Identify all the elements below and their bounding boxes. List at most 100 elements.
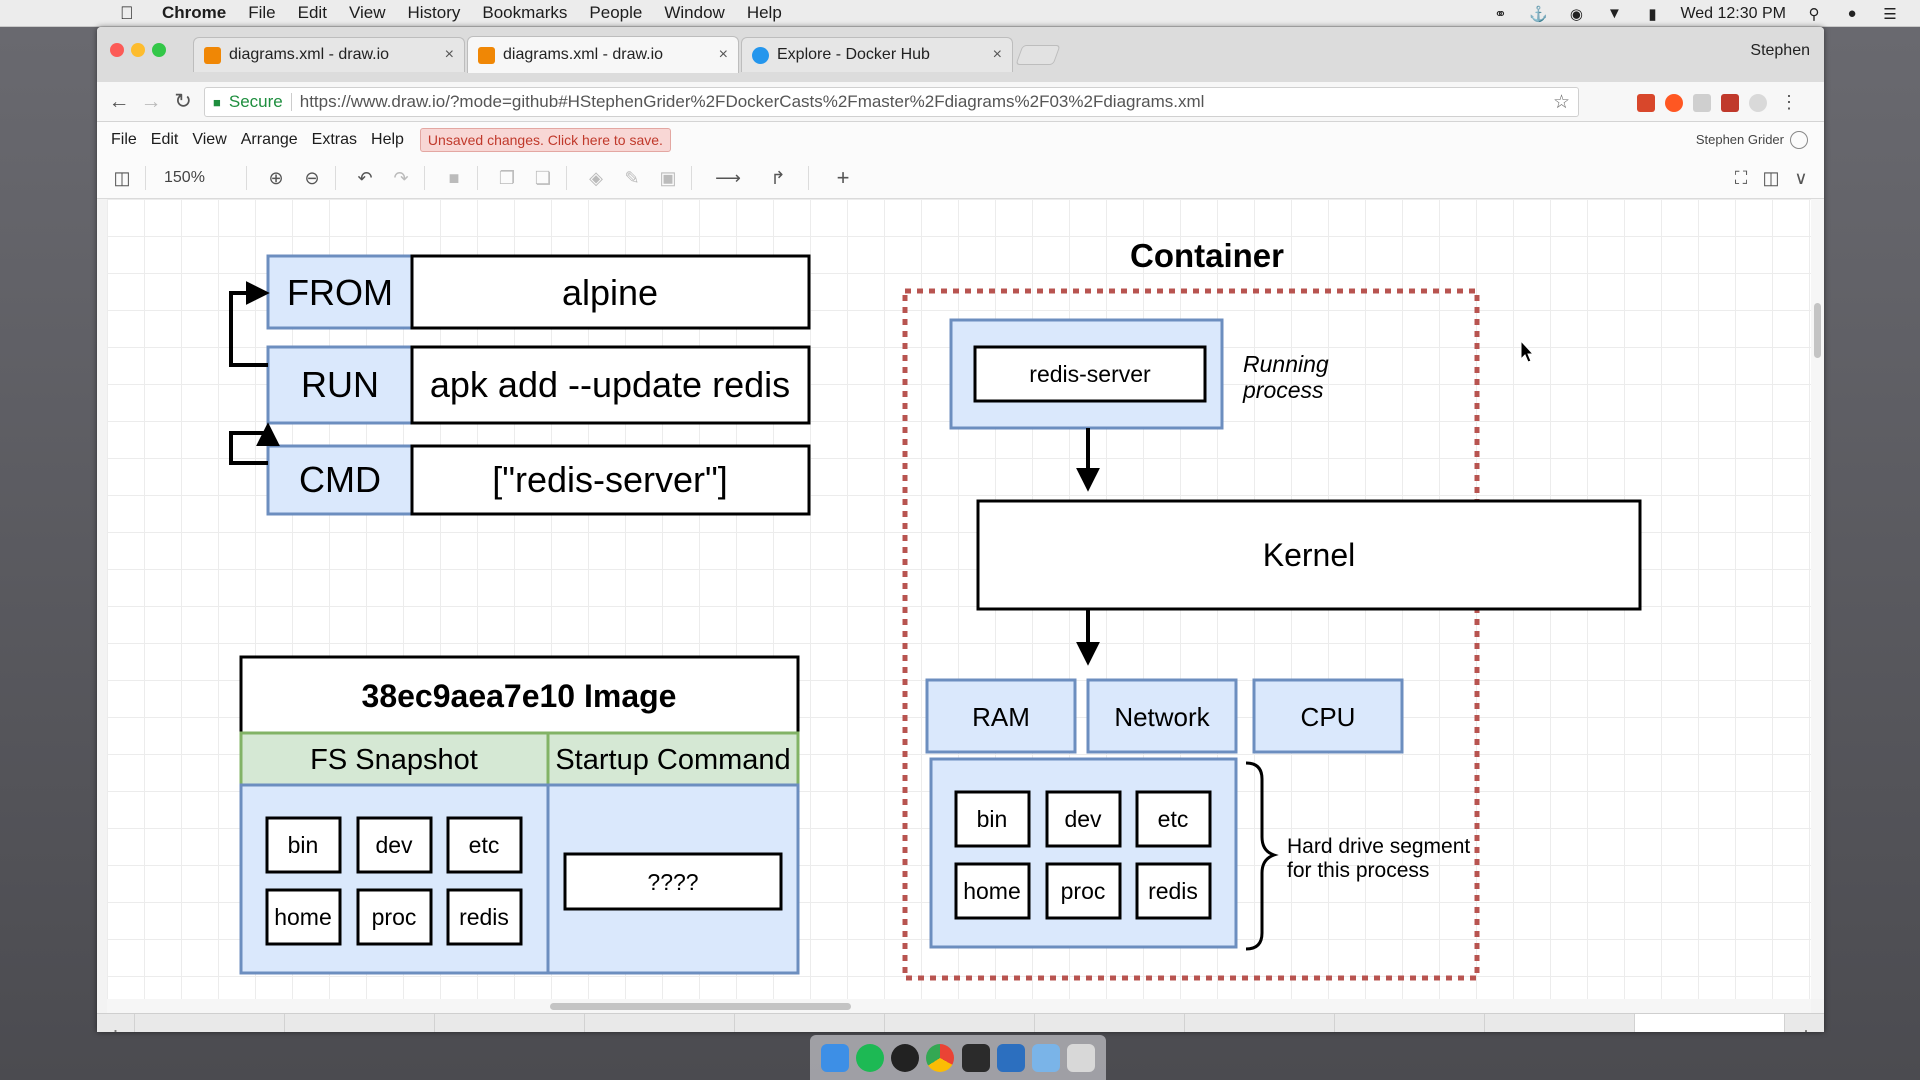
container-folder-box[interactable] <box>1135 862 1212 920</box>
connection-style-icon[interactable]: ⟶ <box>715 167 741 188</box>
page-tab[interactable]: 09 - imagine <box>735 1014 885 1032</box>
language-globe-icon[interactable] <box>1790 131 1808 149</box>
browser-tab-3[interactable]: Explore - Docker Hub × <box>741 37 1013 72</box>
clock[interactable]: Wed 12:30 PM <box>1680 4 1786 22</box>
close-tab-icon[interactable]: × <box>444 46 454 63</box>
page-tab[interactable]: 03 - steps <box>1185 1014 1335 1032</box>
from-arg-cell[interactable] <box>410 254 811 330</box>
browser-tab-1[interactable]: diagrams.xml - draw.io × <box>193 37 465 72</box>
page-tab[interactable]: 02 - dockerfile <box>285 1014 435 1032</box>
fill-color-icon[interactable]: ◈ <box>589 167 603 188</box>
apple-menu-icon[interactable]:  <box>120 3 140 24</box>
bookmark-star-icon[interactable]: ☆ <box>1552 91 1570 113</box>
container-boundary[interactable] <box>902 288 1480 981</box>
format-panel-icon[interactable]: ◫ <box>113 167 131 188</box>
cmd-arg-cell[interactable] <box>410 444 811 516</box>
url-text[interactable]: https://www.draw.io/?mode=github#HStephe… <box>299 92 1205 111</box>
extension-lastpass-icon[interactable] <box>1637 94 1655 112</box>
page-tab[interactable]: 03 - base <box>435 1014 585 1032</box>
shadow-icon[interactable]: ▣ <box>659 167 677 188</box>
folder-icon[interactable] <box>1031 1043 1060 1072</box>
run-keyword-cell[interactable] <box>266 345 414 425</box>
toggle-panel-icon[interactable]: ◫ <box>1762 167 1780 188</box>
line-color-icon[interactable]: ✎ <box>624 167 640 188</box>
menu-window[interactable]: Window <box>664 3 725 22</box>
drawio-menu-file[interactable]: File <box>111 131 137 148</box>
zoom-window-button[interactable] <box>152 43 166 57</box>
image-folder-box[interactable] <box>356 888 433 946</box>
vertical-scroll-thumb[interactable] <box>1814 303 1821 358</box>
waypoints-icon[interactable]: ↱ <box>770 167 786 188</box>
page-tab[interactable]: 10 - why alpine <box>1335 1014 1485 1032</box>
siri-icon[interactable]: ● <box>1847 5 1857 22</box>
obs-dock-icon[interactable] <box>891 1043 920 1072</box>
redis-server-box[interactable] <box>973 345 1207 403</box>
close-tab-icon[interactable]: × <box>718 46 728 63</box>
container-folder-box[interactable] <box>1045 862 1122 920</box>
menu-history[interactable]: History <box>407 3 461 22</box>
terminal-icon[interactable] <box>961 1043 990 1072</box>
network-box[interactable] <box>1086 678 1238 754</box>
drawio-menu-help[interactable]: Help <box>371 131 404 148</box>
horizontal-scrollbar[interactable] <box>107 999 1811 1013</box>
to-back-icon[interactable]: ❏ <box>534 167 552 188</box>
drawio-canvas[interactable]: FROM alpine RUN apk add --update redis C… <box>107 199 1811 999</box>
user-menu[interactable]: Stephen Grider <box>1695 132 1784 147</box>
undo-icon[interactable]: ↶ <box>357 167 373 188</box>
container-folder-box[interactable] <box>1135 790 1212 848</box>
image-folder-box[interactable] <box>265 888 342 946</box>
run-arg-cell[interactable] <box>410 345 811 425</box>
close-window-button[interactable] <box>110 43 124 57</box>
page-tab[interactable]: 07 - goal <box>585 1014 735 1032</box>
spotlight-search-icon[interactable]: ⚲ <box>1808 5 1820 23</box>
fullscreen-icon[interactable]: ⛶ <box>1734 167 1748 188</box>
glasses-icon[interactable]: ⚭ <box>1494 5 1507 23</box>
collapse-chevron-icon[interactable]: ∨ <box>1794 167 1808 188</box>
trash-icon[interactable] <box>1066 1043 1095 1072</box>
container-folder-box[interactable] <box>1045 790 1122 848</box>
vertical-scrollbar[interactable] <box>1811 199 1824 999</box>
zoom-dropdown[interactable]: 150% <box>164 169 205 186</box>
battery-icon[interactable]: ▮ <box>1648 5 1657 23</box>
chrome-dock-icon[interactable] <box>926 1043 955 1072</box>
page-tab-active[interactable]: 04 - base <box>1635 1014 1785 1032</box>
image-folder-box[interactable] <box>446 888 523 946</box>
cmd-keyword-cell[interactable] <box>266 444 414 516</box>
image-folder-box[interactable] <box>356 816 433 874</box>
vscode-icon[interactable] <box>996 1043 1025 1072</box>
close-tab-icon[interactable]: × <box>992 46 1002 63</box>
image-folder-box[interactable] <box>446 816 523 874</box>
wifi-icon[interactable]: ▼ <box>1607 5 1622 22</box>
to-front-icon[interactable]: ❐ <box>498 167 516 188</box>
kernel-box[interactable] <box>976 499 1642 611</box>
menu-edit[interactable]: Edit <box>297 3 327 22</box>
zoom-in-icon[interactable]: ⊕ <box>268 167 284 188</box>
page-tab[interactable]: 01 - images <box>135 1014 285 1032</box>
url-omnibox[interactable]: ■ Secure https://www.draw.io/?mode=githu… <box>204 87 1579 117</box>
drawio-menu-view[interactable]: View <box>192 131 227 148</box>
unsaved-changes-button[interactable]: Unsaved changes. Click here to save. <box>419 128 671 152</box>
minimize-window-button[interactable] <box>131 43 145 57</box>
fs-snapshot-header[interactable] <box>239 731 550 787</box>
menu-file[interactable]: File <box>248 3 276 22</box>
horizontal-scroll-thumb[interactable] <box>550 1003 851 1010</box>
zoom-out-icon[interactable]: ⊖ <box>304 167 320 188</box>
page-tab[interactable]: 08 - dfile <box>1035 1014 1185 1032</box>
extension-css-icon[interactable] <box>1693 94 1711 112</box>
app-menu-chrome[interactable]: Chrome <box>162 3 227 22</box>
container-folder-box[interactable] <box>954 862 1031 920</box>
chrome-menu-icon[interactable]: ⋮ <box>1780 92 1798 112</box>
page-tab[interactable]: 11 - instruction <box>1485 1014 1635 1032</box>
spotify-icon[interactable] <box>856 1043 885 1072</box>
notification-center-icon[interactable]: ☰ <box>1883 5 1897 23</box>
startup-command-value-box[interactable] <box>563 852 783 911</box>
redo-icon[interactable]: ↷ <box>393 167 409 188</box>
delete-icon[interactable]: ■ <box>448 167 460 188</box>
drawio-menu-arrange[interactable]: Arrange <box>240 131 298 148</box>
finder-icon[interactable] <box>821 1043 850 1072</box>
menu-bookmarks[interactable]: Bookmarks <box>482 3 568 22</box>
profile-name[interactable]: Stephen <box>1750 42 1810 59</box>
obs-icon[interactable]: ◉ <box>1569 5 1583 23</box>
docker-icon[interactable]: ⚓ <box>1529 5 1548 23</box>
browser-tab-2-active[interactable]: diagrams.xml - draw.io × <box>467 36 739 73</box>
